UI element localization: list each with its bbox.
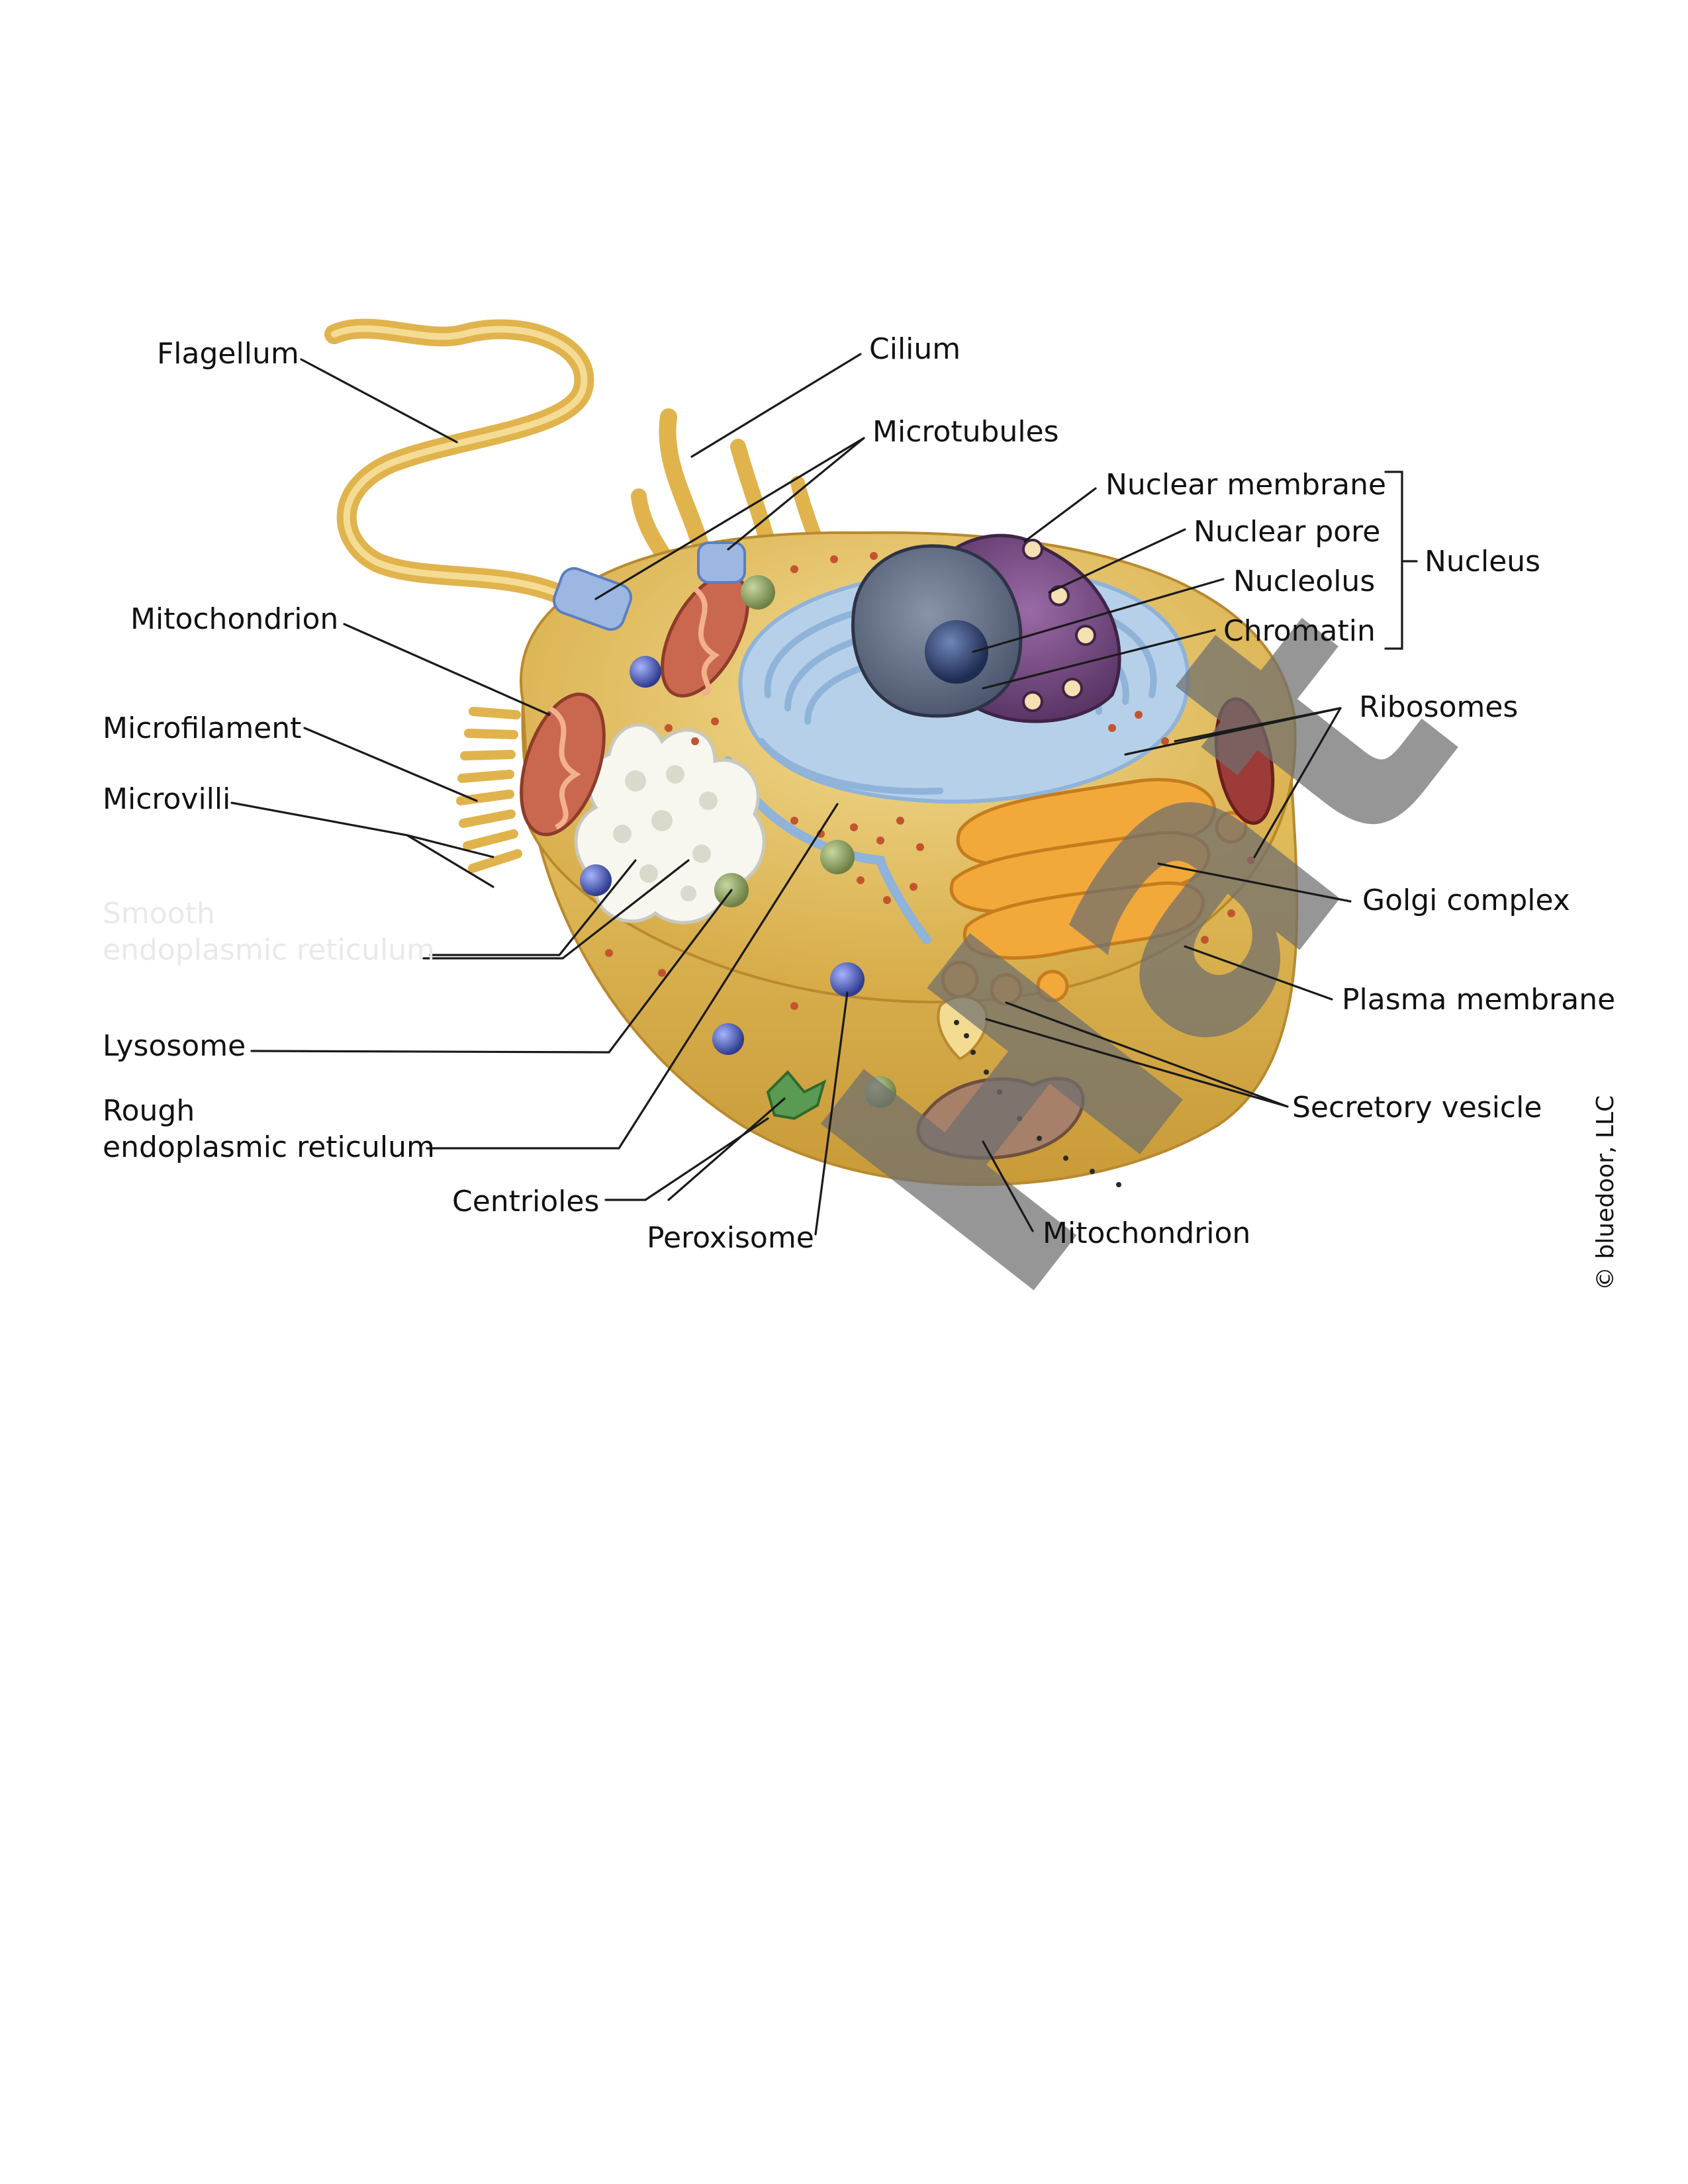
label-ribosomes: Ribosomes <box>1359 690 1518 724</box>
label-lysosome: Lysosome <box>103 1029 246 1063</box>
label-plasma-membrane: Plasma membrane <box>1342 983 1615 1017</box>
label-mitochondrion-bottom: Mitochondrion <box>1043 1216 1250 1250</box>
nucleolus-shape <box>925 620 988 684</box>
microvilli-shape <box>456 707 522 873</box>
label-centrioles: Centrioles <box>452 1185 599 1218</box>
label-golgi-complex: Golgi complex <box>1362 884 1570 917</box>
peroxisome-shapes <box>580 656 865 1055</box>
label-peroxisome: Peroxisome <box>647 1221 814 1255</box>
nucleus-shape <box>851 533 1121 723</box>
cell-illustration <box>324 318 1299 1187</box>
label-smooth-er-line1: Smooth <box>103 897 215 931</box>
ribosome-dots <box>605 552 1255 1010</box>
secretory-vesicle-shape <box>937 995 1121 1187</box>
centrioles-shape <box>766 1070 827 1120</box>
labels: Flagellum Cilium Microtubules Nuclear me… <box>103 332 1615 1255</box>
label-smooth-er-line2: endoplasmic reticulum <box>103 933 435 967</box>
label-mitochondrion-left: Mitochondrion <box>130 602 338 636</box>
label-chromatin: Chromatin <box>1223 614 1376 648</box>
label-rough-er-line2: endoplasmic reticulum <box>103 1130 435 1164</box>
label-secretory-vesicle: Secretory vesicle <box>1292 1091 1542 1124</box>
label-nucleolus: Nucleolus <box>1233 565 1375 598</box>
label-nucleus: Nucleus <box>1425 545 1540 578</box>
copyright-notice: © bluedoor, LLC <box>1592 1095 1619 1291</box>
label-nuclear-pore: Nuclear pore <box>1194 515 1380 549</box>
label-microvilli: Microvilli <box>103 782 230 816</box>
label-rough-er-line1: Rough <box>103 1094 195 1128</box>
label-cilium: Cilium <box>869 332 961 366</box>
label-microfilament: Microfilament <box>103 711 301 745</box>
label-microtubules: Microtubules <box>872 415 1059 449</box>
label-flagellum: Flagellum <box>157 337 299 371</box>
golgi-shape <box>941 778 1248 1006</box>
label-nuclear-membrane: Nuclear membrane <box>1105 468 1386 502</box>
leader-lines <box>230 353 1418 1236</box>
lysosome-shapes <box>714 575 896 1108</box>
microtubule-bundles <box>552 541 746 631</box>
mitochondrion-shape-left <box>520 692 606 837</box>
